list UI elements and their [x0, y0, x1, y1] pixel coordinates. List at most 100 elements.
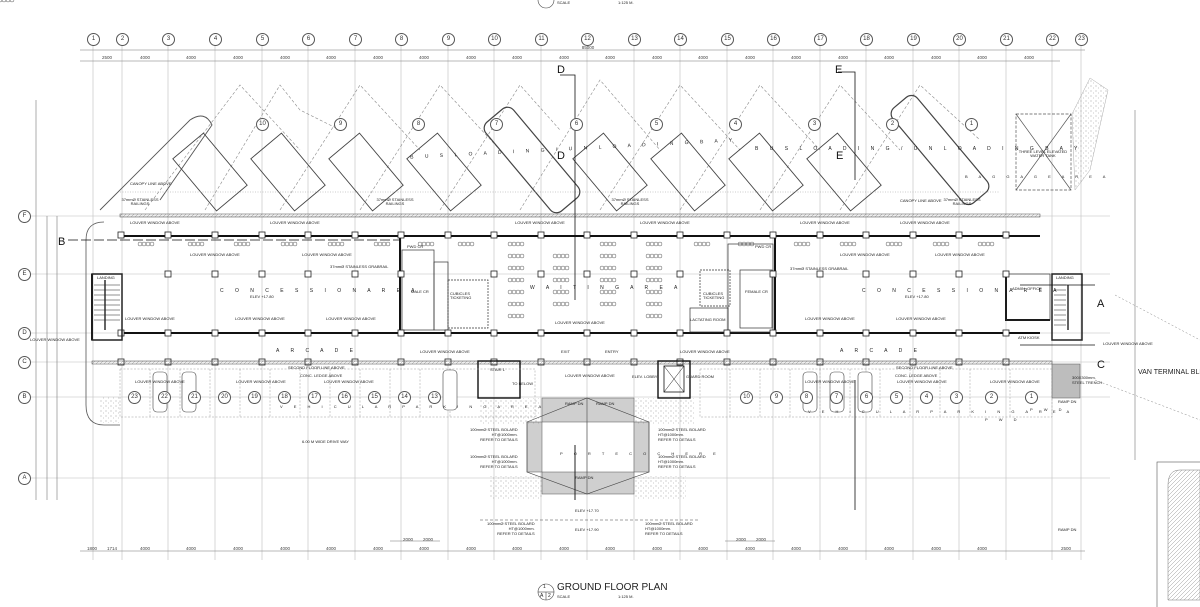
inset-detail: [1167, 469, 1200, 601]
pwd-label: P W D: [1030, 407, 1067, 412]
dim: 4000: [604, 546, 615, 551]
louver-note: LOUVER WINDOW ABOVE: [840, 252, 890, 257]
grid-bubble-row: F: [18, 210, 31, 223]
bollard-height: HT@1000mm.: [658, 431, 685, 437]
louver-note: LOUVER WINDOW ABOVE: [565, 373, 615, 378]
dim: 4000: [418, 55, 429, 60]
louver-note: LOUVER WINDOW ABOVE: [130, 220, 180, 225]
dim: 4000: [697, 55, 708, 60]
louver-note: LOUVER WINDOW ABOVE: [125, 316, 175, 321]
dim: 4000: [139, 55, 150, 60]
dim: 4000: [372, 55, 383, 60]
dim: 4000: [372, 546, 383, 551]
grid-bubble-col: 1: [87, 33, 100, 46]
bay-number: 4: [729, 118, 742, 131]
vehicular-parking-right-label: V E H I C U L A R P A R K I N G A R E A: [808, 409, 1075, 414]
bay-number: 10: [256, 118, 269, 131]
parking-slot: 5: [890, 391, 903, 404]
louver-note: LOUVER WINDOW ABOVE: [990, 379, 1040, 384]
section-marker-d: D: [557, 64, 565, 76]
grid-bubble-col: 4: [209, 33, 222, 46]
bus-bay-canopies: [144, 79, 981, 211]
louver-note: LOUVER WINDOW ABOVE: [236, 379, 286, 384]
bollard-ref: REFER TO DETAILS: [645, 530, 683, 536]
elev-note: ELEV +17.80: [250, 294, 274, 299]
title-bubble: [537, 583, 555, 601]
dim: 2000: [402, 537, 413, 542]
waiting-seats: [0, 0, 995, 319]
grid-bubble-col: 22: [1046, 33, 1059, 46]
bollard-height: HT@1000mm.: [645, 525, 672, 531]
dim: 4000: [930, 546, 941, 551]
conc-ledge-note: CONC. LEDGE ABOVE: [300, 373, 343, 378]
bay-number: 9: [334, 118, 347, 131]
bottom-dimension-lines: [80, 540, 1085, 552]
parking-slot: 6: [860, 391, 873, 404]
grid-bubble-col: 21: [1000, 33, 1013, 46]
dim: 4000: [837, 55, 848, 60]
louver-note: LOUVER WINDOW ABOVE: [1103, 341, 1153, 346]
bollard-text: 100mmØ STEEL BOLARD: [645, 521, 693, 526]
bay-number: 2: [886, 118, 899, 131]
bollard-height: HT@1000mm.: [491, 431, 518, 437]
concession-area-left-label: C O N C E S S I O N A R E A: [220, 288, 420, 294]
baggage-area-label: B A G G A G E A R E A: [965, 174, 1111, 179]
grabrail-note: 37mmØ STAINLESS GRABRAIL: [330, 264, 389, 269]
section-marker-e: E: [836, 150, 844, 162]
ramp-note: RAMP DN: [1058, 527, 1077, 532]
arcade-edge: [91, 360, 1053, 365]
louver-note: LOUVER WINDOW ABOVE: [935, 252, 985, 257]
pwd-label: P W D: [985, 417, 1022, 422]
dim: 4000: [418, 546, 429, 551]
top-scale-value: 1:125 M.: [618, 0, 634, 5]
dim: 4000: [1023, 55, 1034, 60]
parking-slot: 16: [338, 391, 351, 404]
parking-slot: 18: [278, 391, 291, 404]
top-scale-label: SCALE: [557, 0, 571, 5]
partitions: [401, 243, 1051, 333]
male-cr-label: MALE CR: [411, 289, 429, 294]
louver-note: LOUVER WINDOW ABOVE: [326, 316, 376, 321]
dim: 4000: [837, 546, 848, 551]
louver-note: LOUVER WINDOW ABOVE: [805, 316, 855, 321]
grid-bubble-row: C: [18, 356, 31, 369]
louver-note: LOUVER WINDOW ABOVE: [235, 316, 285, 321]
dim: 4000: [139, 546, 150, 551]
dim: 2000: [735, 537, 746, 542]
dim: 4000: [185, 546, 196, 551]
landing-label: LANDING: [1056, 275, 1074, 280]
grid-bubble-col: 15: [721, 33, 734, 46]
grid-bubble-col: 17: [814, 33, 827, 46]
railings-note: 37mmØ STAINLESS RAILINGS: [611, 197, 649, 206]
canopy-note: CANOPY LINE ABOVE: [900, 198, 942, 203]
parking-slot: 14: [398, 391, 411, 404]
inset-frame: [1156, 461, 1200, 607]
grabrail-note: 37mmØ STAINLESS GRABRAIL: [790, 266, 849, 271]
ramp-note: RAMP DN: [1058, 399, 1077, 404]
bollard-text: 100mmØ STEEL BOLARD: [470, 454, 518, 459]
bollard-ref: REFER TO DETAILS: [480, 463, 518, 469]
bay-number: 1: [965, 118, 978, 131]
dim: 4000: [976, 55, 987, 60]
grid-bubble-col: 12: [581, 33, 594, 46]
dim: 4000: [232, 546, 243, 551]
building-walls: [91, 235, 1050, 340]
top-title-bubble: [537, 0, 555, 9]
dim: 4000: [511, 55, 522, 60]
dim: 4000: [651, 55, 662, 60]
to-below-label: TO BELOW: [512, 381, 534, 386]
parking-slot: 1: [1025, 391, 1038, 404]
title-ref-top: 1: [543, 584, 546, 590]
bus-bay-label: B U S L O A D I N G / U N L O A D I N G …: [755, 146, 1083, 152]
dim: 1800: [86, 546, 97, 551]
parking-slot: 4: [920, 391, 933, 404]
grid-bubble-col: 9: [442, 33, 455, 46]
grid-bubble-col: 6: [302, 33, 315, 46]
elev-note: ELEV +17.80: [905, 294, 929, 299]
left-dimension-lines: [35, 100, 58, 500]
dim: 4000: [744, 55, 755, 60]
